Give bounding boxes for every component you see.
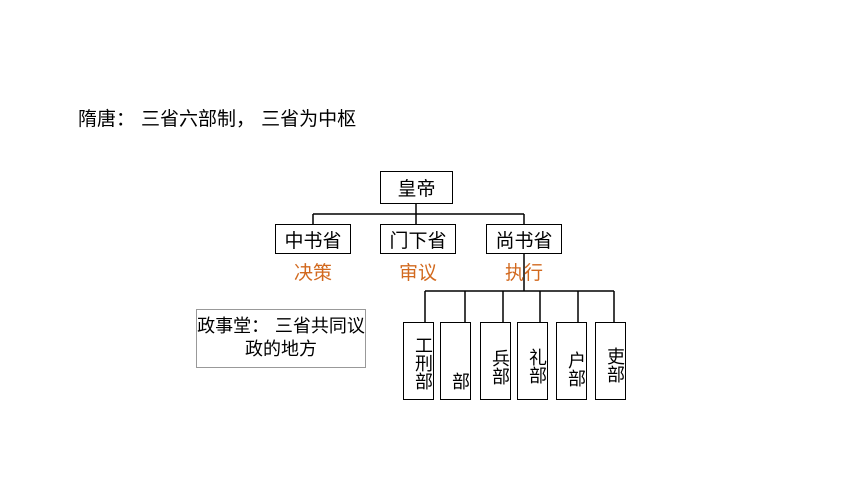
menxia-province-box: 门下省 — [380, 224, 456, 254]
ministry-box-bing: 兵部 — [480, 322, 511, 400]
shangshu-role-label: 执行 — [504, 262, 543, 284]
menxia-role-label: 审议 — [398, 262, 437, 284]
ministry-box-gongxing: 工刑部 — [403, 322, 434, 400]
shangshu-province-label: 尚书省 — [495, 229, 553, 252]
shangshu-province-box: 尚书省 — [486, 224, 562, 254]
ministry-box-libu: 吏部 — [595, 322, 626, 400]
zhongshu-province-box: 中书省 — [275, 224, 351, 254]
ministry-box-bu: 部 — [440, 322, 471, 400]
ministry-box-hu: 户部 — [556, 322, 587, 400]
emperor-box: 皇帝 — [380, 171, 453, 204]
ministry-box-li: 礼部 — [517, 322, 548, 400]
emperor-label: 皇帝 — [397, 178, 436, 200]
menxia-province-label: 门下省 — [389, 229, 447, 252]
zhongshu-role-label: 决策 — [293, 262, 332, 284]
zhengshitang-note: 政事堂： 三省共同议政的地方 — [196, 309, 366, 368]
zhongshu-province-label: 中书省 — [284, 229, 342, 252]
page-heading: 隋唐： 三省六部制， 三省为中枢 — [78, 108, 357, 130]
